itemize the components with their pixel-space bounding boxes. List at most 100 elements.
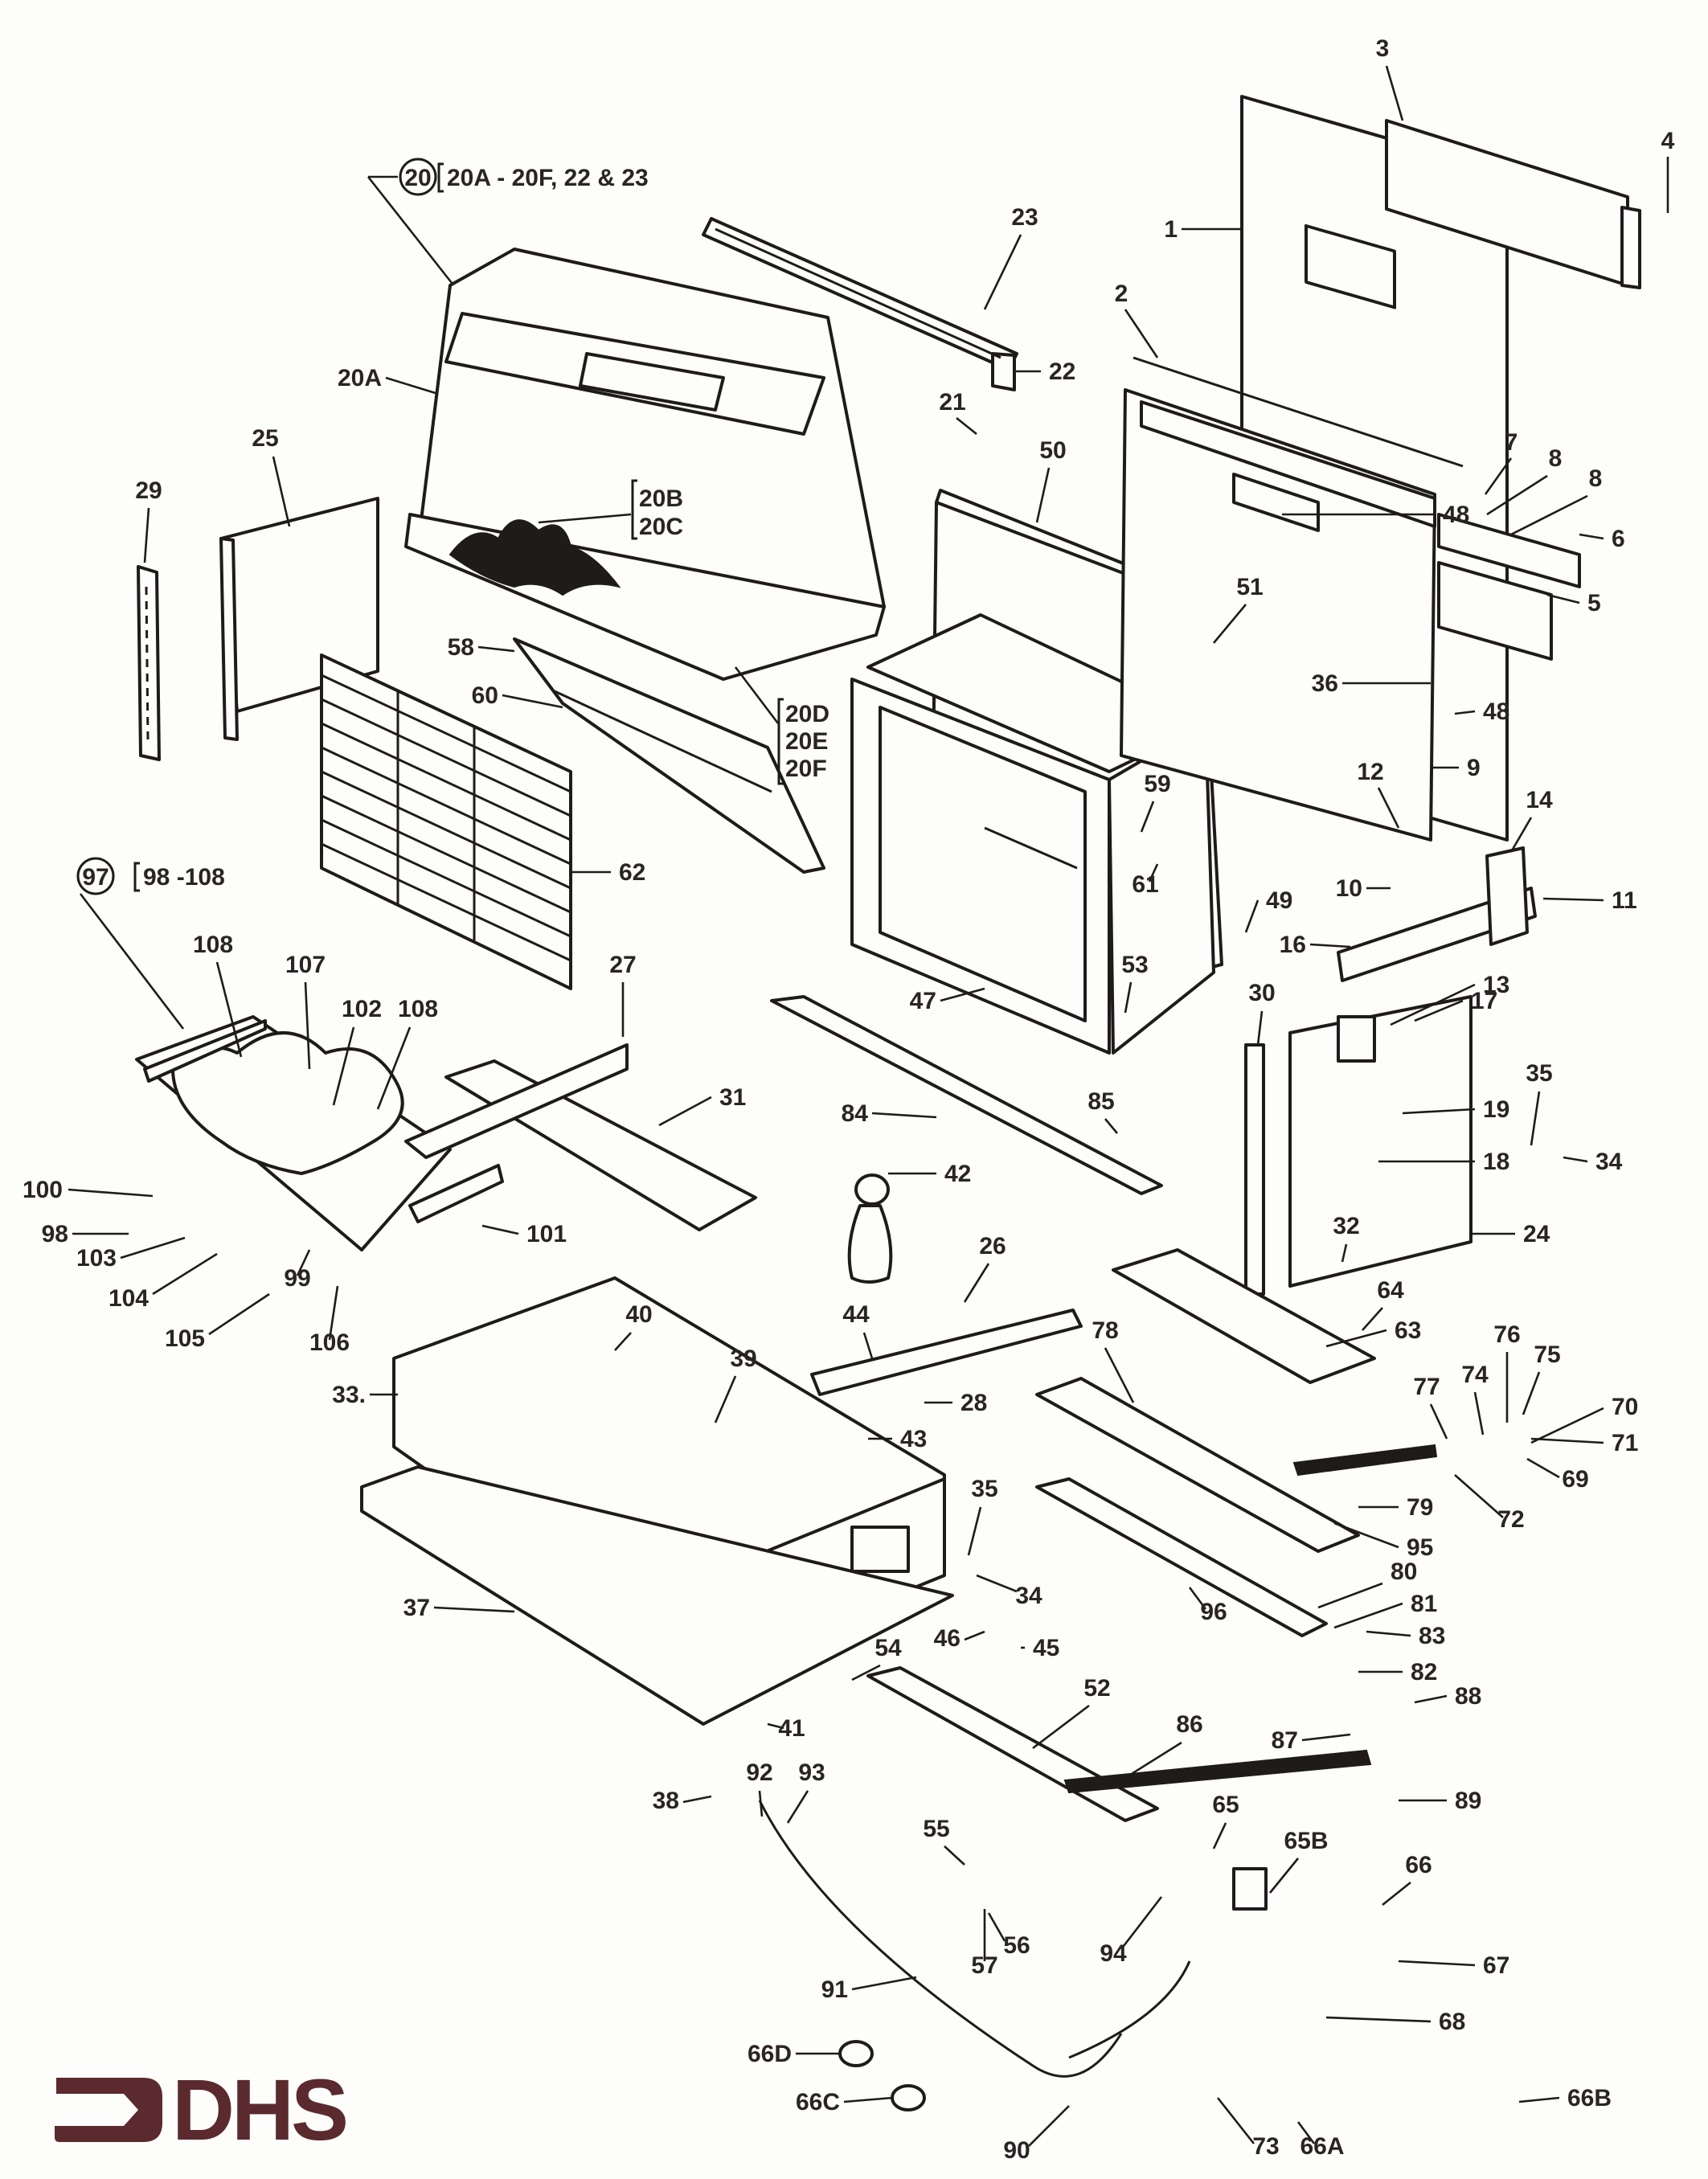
part-number-label: 41 bbox=[778, 1715, 805, 1742]
callout-4: 4 bbox=[1661, 128, 1675, 213]
leader-line bbox=[967, 1506, 982, 1556]
part-number-label: 2 bbox=[1115, 281, 1128, 307]
leader-line bbox=[1518, 2096, 1560, 2103]
callout-41: 41 bbox=[767, 1715, 805, 1742]
leader-line bbox=[1579, 533, 1604, 540]
part-number-label: 9 bbox=[1467, 755, 1481, 781]
group-number-20: 20 bbox=[404, 165, 431, 191]
callout-65B: 65B bbox=[1268, 1828, 1329, 1894]
part-number-label: 62 bbox=[619, 859, 645, 886]
part-number-label: 104 bbox=[109, 1285, 149, 1312]
callout-48b: 48 bbox=[1454, 698, 1509, 725]
leader-line bbox=[481, 1224, 519, 1235]
callout-75: 75 bbox=[1522, 1341, 1561, 1415]
part-number-label: 29 bbox=[135, 477, 162, 504]
callout-107: 107 bbox=[285, 952, 326, 1070]
callout-92: 92 bbox=[746, 1759, 773, 1817]
callout-108a: 108 bbox=[193, 932, 243, 1058]
leader-line bbox=[1530, 1437, 1604, 1444]
callout-42: 42 bbox=[888, 1161, 971, 1187]
label-20C: 20C bbox=[639, 514, 683, 540]
part-number-label: 8 bbox=[1589, 465, 1603, 492]
leader-line bbox=[1402, 1108, 1476, 1115]
callout-38: 38 bbox=[653, 1788, 712, 1814]
part-burner-tray-26 bbox=[810, 1173, 1083, 1396]
arrow-logo-icon bbox=[55, 2078, 162, 2142]
leader-line bbox=[1377, 787, 1400, 829]
part-number-label: 43 bbox=[900, 1426, 927, 1452]
callout-34a: 34 bbox=[1563, 1149, 1623, 1175]
leader-line bbox=[1563, 1156, 1588, 1163]
part-number-label: 80 bbox=[1391, 1558, 1417, 1585]
leader-line bbox=[658, 1096, 712, 1127]
callout-39: 39 bbox=[714, 1345, 757, 1423]
part-number-label: 79 bbox=[1407, 1494, 1433, 1521]
label-20F: 20F bbox=[785, 756, 827, 782]
label-20D: 20D bbox=[785, 701, 829, 727]
part-number-label: 5 bbox=[1587, 590, 1601, 616]
callout-86: 86 bbox=[1120, 1711, 1203, 1782]
callout-82: 82 bbox=[1358, 1659, 1437, 1685]
callout-62: 62 bbox=[571, 859, 645, 886]
leader-line bbox=[1188, 1587, 1207, 1610]
leader-line bbox=[871, 1112, 937, 1119]
leader-line bbox=[1124, 981, 1133, 1014]
part-number-label: 35 bbox=[971, 1476, 997, 1502]
leader-line bbox=[1325, 2016, 1432, 2023]
callout-99: 99 bbox=[284, 1249, 311, 1292]
part-burner-assembly bbox=[1035, 1248, 1376, 1637]
leader-line bbox=[1213, 604, 1247, 644]
group-number-97: 97 bbox=[82, 864, 109, 891]
part-number-label: 10 bbox=[1336, 875, 1362, 902]
callout-83: 83 bbox=[1366, 1623, 1445, 1649]
callout-64: 64 bbox=[1362, 1277, 1404, 1331]
bracket-label-20BC: 20B 20C bbox=[538, 479, 683, 540]
part-number-label: 101 bbox=[526, 1221, 567, 1247]
part-number-label: 60 bbox=[472, 682, 498, 709]
callout-20A: 20A bbox=[338, 365, 439, 395]
part-number-label: 66 bbox=[1405, 1852, 1432, 1878]
part-number-label: 14 bbox=[1526, 787, 1553, 813]
part-number-label: 19 bbox=[1483, 1096, 1509, 1123]
part-number-label: 76 bbox=[1493, 1321, 1520, 1348]
part-number-label: 91 bbox=[821, 1976, 848, 2003]
leader-line bbox=[1309, 943, 1351, 948]
leader-line bbox=[1028, 2105, 1070, 2147]
callout-9: 9 bbox=[1431, 755, 1481, 781]
callout-60: 60 bbox=[472, 682, 563, 709]
callout-31: 31 bbox=[658, 1084, 746, 1127]
callout-94: 94 bbox=[1100, 1896, 1163, 1967]
callout-50: 50 bbox=[1035, 437, 1067, 523]
callout-77: 77 bbox=[1413, 1374, 1448, 1440]
leader-line bbox=[68, 1188, 154, 1198]
wire-77 bbox=[1292, 1444, 1438, 1477]
leader-line bbox=[1216, 2097, 1255, 2144]
leader-line bbox=[1212, 1822, 1227, 1849]
part-number-label: 22 bbox=[1049, 358, 1075, 385]
callout-98: 98 bbox=[42, 1221, 129, 1247]
part-number-label: 56 bbox=[1003, 1932, 1030, 1959]
part-number-label: 78 bbox=[1092, 1317, 1118, 1344]
part-number-label: 72 bbox=[1497, 1506, 1524, 1533]
callout-53: 53 bbox=[1121, 952, 1149, 1014]
part-shelf-84 bbox=[770, 995, 1163, 1195]
part-number-label: 38 bbox=[653, 1788, 679, 1814]
callout-13: 13 bbox=[1390, 972, 1509, 1026]
leader-line bbox=[1120, 1896, 1163, 1950]
callout-58: 58 bbox=[448, 634, 515, 661]
wire-86-87 bbox=[1063, 1749, 1372, 1794]
part-number-label: 96 bbox=[1200, 1599, 1227, 1625]
callout-48a: 48 bbox=[1282, 502, 1469, 528]
callout-2: 2 bbox=[1115, 281, 1159, 358]
leader-line bbox=[304, 981, 311, 1070]
callout-33: 33. bbox=[332, 1382, 398, 1408]
part-number-label: 74 bbox=[1461, 1362, 1489, 1388]
leader-line bbox=[944, 1845, 965, 1866]
part-number-label: 103 bbox=[76, 1245, 117, 1272]
part-number-label: 87 bbox=[1272, 1727, 1298, 1754]
leader-line bbox=[1341, 1243, 1348, 1263]
callout-65: 65 bbox=[1212, 1792, 1239, 1849]
callout-66C: 66C bbox=[796, 2089, 893, 2116]
part-number-label: 66A bbox=[1300, 2133, 1344, 2160]
part-number-label: 92 bbox=[746, 1759, 772, 1786]
